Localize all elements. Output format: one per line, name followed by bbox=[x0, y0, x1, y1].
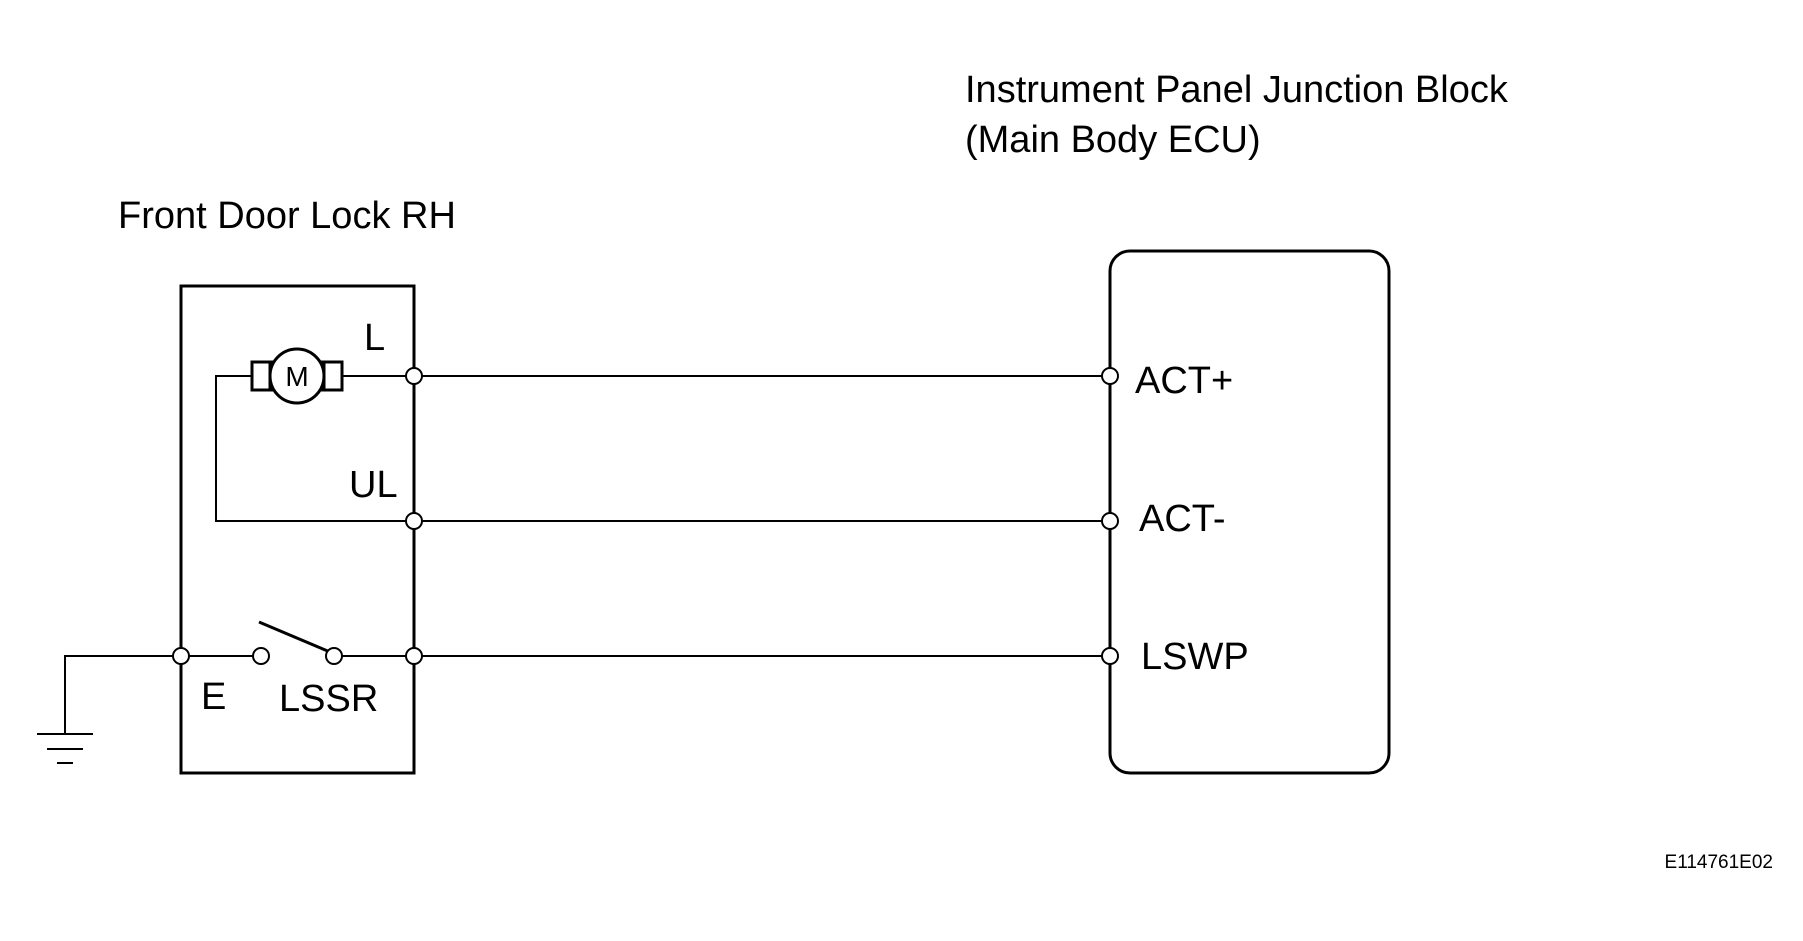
motor-label: M bbox=[285, 361, 308, 392]
switch-contact-right bbox=[325, 647, 343, 665]
terminal-lssr bbox=[405, 647, 423, 665]
motor-circuit: M bbox=[215, 347, 414, 522]
pin-label-l: L bbox=[364, 317, 385, 359]
switch-contact-left bbox=[252, 647, 270, 665]
motor-icon bbox=[268, 347, 326, 405]
pin-label-act-minus: ACT- bbox=[1139, 498, 1226, 540]
ecu-title-line1: Instrument Panel Junction Block bbox=[965, 69, 1509, 111]
terminal-e bbox=[172, 647, 190, 665]
ground-wire bbox=[64, 655, 181, 734]
figure-id: E114761E02 bbox=[1665, 852, 1773, 873]
terminal-l bbox=[405, 367, 423, 385]
terminal-ul bbox=[405, 512, 423, 530]
lock-switch bbox=[181, 620, 414, 665]
terminal-act-minus bbox=[1101, 512, 1119, 530]
front-door-lock-title: Front Door Lock RH bbox=[118, 195, 456, 237]
pin-label-lswp: LSWP bbox=[1141, 636, 1249, 678]
pin-label-act-plus: ACT+ bbox=[1135, 360, 1233, 402]
pin-label-lssr: LSSR bbox=[279, 678, 378, 720]
motor-return-wire bbox=[215, 375, 414, 522]
ground-symbol bbox=[37, 655, 181, 764]
ecu-title-line2: (Main Body ECU) bbox=[965, 119, 1261, 161]
pin-label-e: E bbox=[201, 676, 226, 718]
terminal-act-plus bbox=[1101, 367, 1119, 385]
pin-label-ul: UL bbox=[349, 464, 398, 506]
switch-blade bbox=[258, 620, 331, 654]
terminal-lswp bbox=[1101, 647, 1119, 665]
